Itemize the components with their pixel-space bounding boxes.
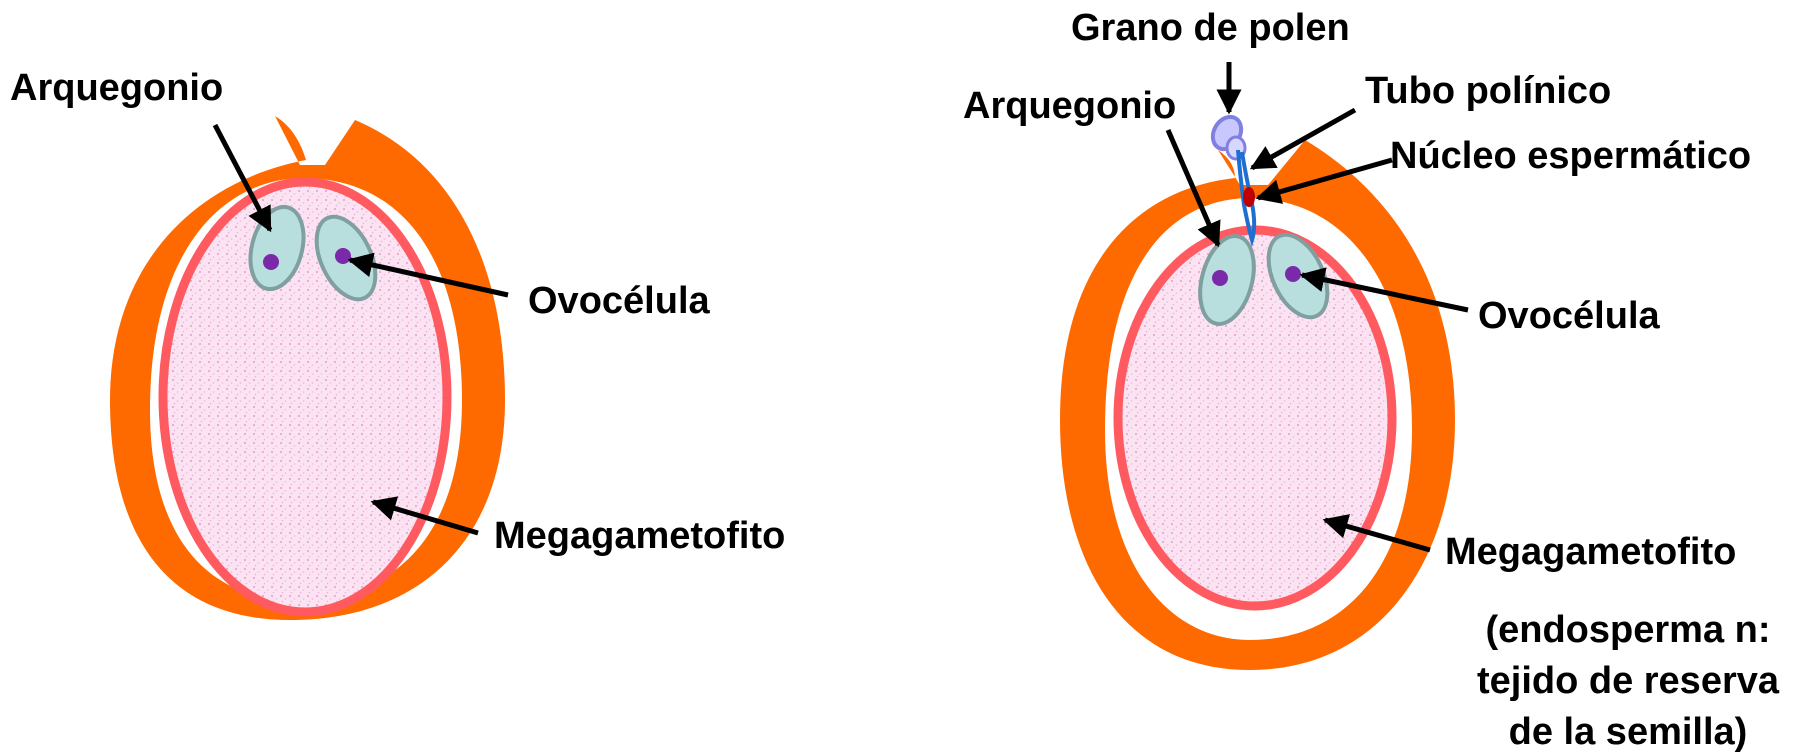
left-egg-nucleus-1 xyxy=(263,254,279,270)
right-egg-nucleus-1 xyxy=(1212,270,1228,286)
right-ovule xyxy=(1060,112,1455,670)
pollen-grain xyxy=(1207,112,1247,159)
left-megagametophyte xyxy=(163,182,447,612)
endosperm-note-line-1: (endosperma n: xyxy=(1485,609,1770,651)
pollen-tube-label: Tubo polínico xyxy=(1365,70,1611,112)
pollen-grain-label: Grano de polen xyxy=(1071,7,1350,49)
endosperm-note-line-3: de la semilla) xyxy=(1509,711,1748,753)
sperm-nucleus xyxy=(1243,187,1255,207)
left-egg-cell-label: Ovocélula xyxy=(528,280,710,322)
right-archegonium-label: Arquegonio xyxy=(963,85,1176,127)
left-archegonium-label: Arquegonio xyxy=(10,67,223,109)
left-ovule xyxy=(110,116,505,620)
left-egg-nucleus-2 xyxy=(335,248,351,264)
sperm-nucleus-label: Núcleo espermático xyxy=(1390,135,1751,177)
left-megagametophyte-label: Megagametofito xyxy=(494,515,785,557)
endosperm-note-line-2: tejido de reserva xyxy=(1477,660,1780,702)
right-megagametophyte-label: Megagametofito xyxy=(1445,531,1736,573)
right-egg-cell-label: Ovocélula xyxy=(1478,295,1660,337)
right-egg-nucleus-2 xyxy=(1285,266,1301,282)
